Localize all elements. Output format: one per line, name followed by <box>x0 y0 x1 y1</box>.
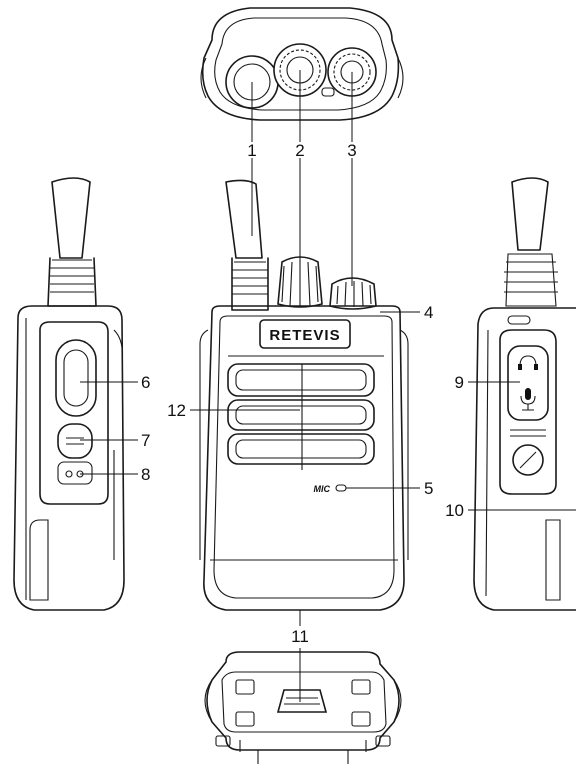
front-view: RETEVIS MIC <box>199 179 409 626</box>
callout-10: 10 <box>445 501 464 520</box>
headphone-icon <box>519 355 537 367</box>
callout-5: 5 <box>424 479 433 498</box>
mic-label: MIC <box>314 484 331 494</box>
callout-4: 4 <box>424 303 433 322</box>
callout-labels: 1 2 3 4 5 6 7 8 9 10 11 12 <box>141 141 464 646</box>
callout-1: 1 <box>247 141 256 160</box>
brand-logo: RETEVIS <box>269 327 340 344</box>
speaker-grille <box>227 363 375 465</box>
bottom-view <box>204 648 402 764</box>
ptt-button <box>55 339 97 417</box>
callout-9: 9 <box>455 373 464 392</box>
headphone-icon-right <box>534 364 538 370</box>
side-key-8 <box>57 461 93 485</box>
microphone-icon <box>525 388 531 400</box>
right-side-view <box>468 177 576 611</box>
callout-11: 11 <box>291 627 309 646</box>
callout-3: 3 <box>347 141 356 160</box>
battery-latch <box>276 689 328 713</box>
logo-plate <box>259 319 351 349</box>
headphone-icon-left <box>518 364 522 370</box>
side-key-7 <box>57 423 93 459</box>
callout-7: 7 <box>141 431 150 450</box>
mic-hole <box>335 484 347 492</box>
left-side-view <box>13 177 138 611</box>
top-view <box>200 7 404 142</box>
callout-2: 2 <box>295 141 304 160</box>
front-volume-knob <box>329 277 377 310</box>
callout-8: 8 <box>141 465 150 484</box>
callout-12: 12 <box>167 401 186 420</box>
callout-6: 6 <box>141 373 150 392</box>
